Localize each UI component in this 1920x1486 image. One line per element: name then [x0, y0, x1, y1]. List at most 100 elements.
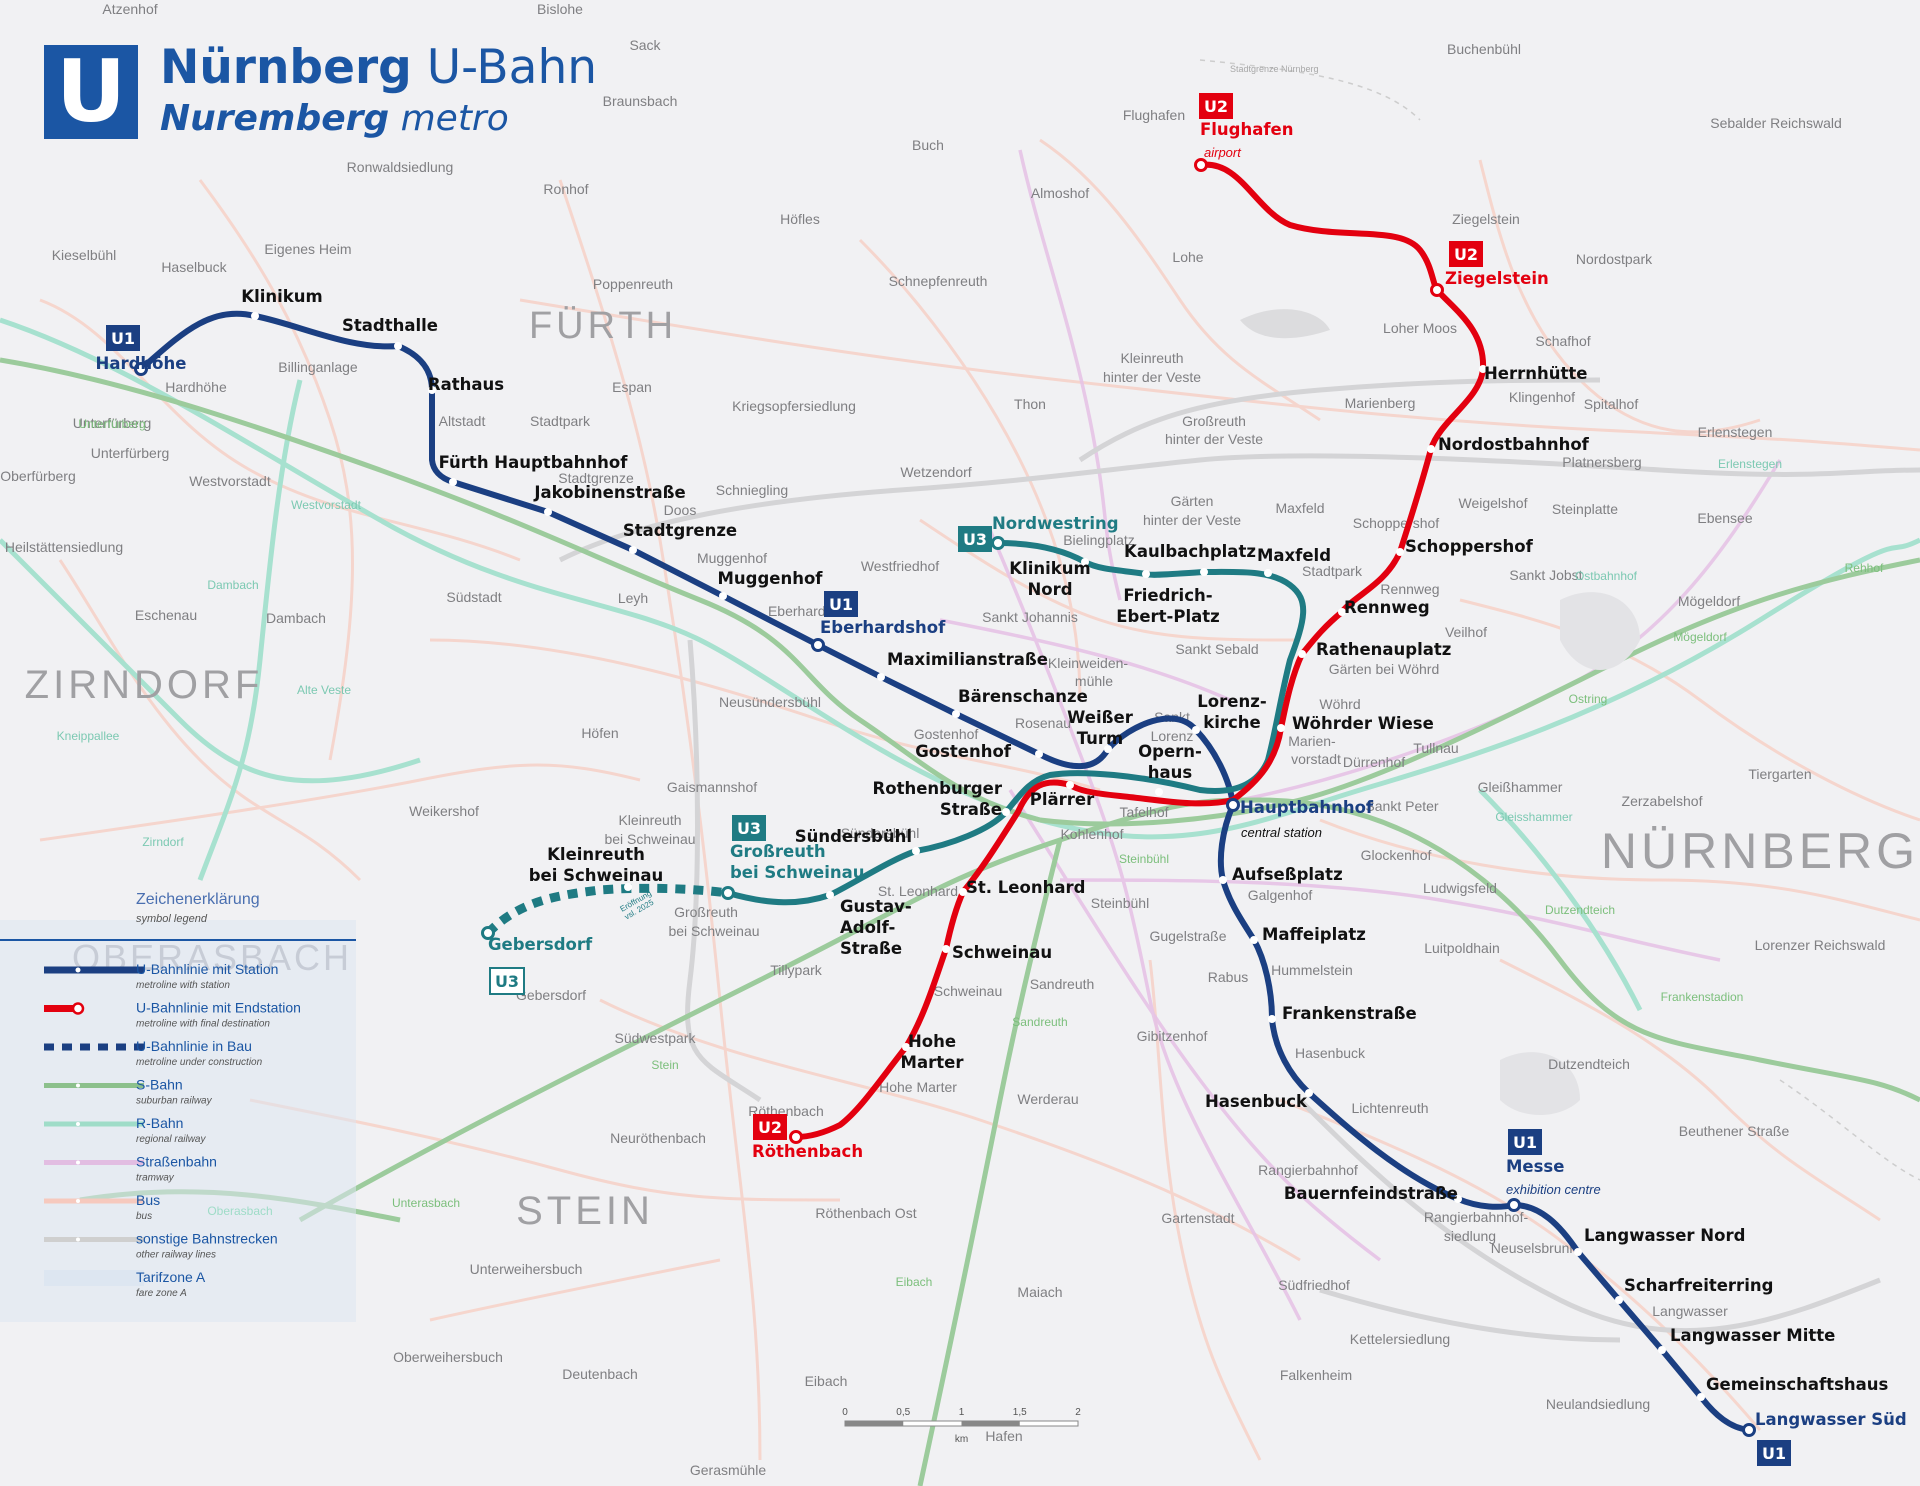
legend-title: Zeichenerklärung	[136, 891, 260, 908]
city-label: ZIRNDORF	[25, 663, 264, 707]
u2-station-dot[interactable]	[942, 945, 950, 953]
line-badge-text: U2	[1204, 97, 1228, 116]
u2-station-dot[interactable]	[1277, 724, 1285, 732]
u2-station-dot[interactable]	[1155, 788, 1163, 796]
place-label: Loher Moos	[1383, 320, 1457, 336]
u1-station-label: Hauptbahnhof	[1240, 798, 1374, 817]
u1-station-dot[interactable]	[1226, 798, 1240, 812]
u2-station-dot[interactable]	[1479, 365, 1487, 373]
place-label: St. Leonhard	[878, 883, 958, 899]
u3-station-dot[interactable]	[991, 536, 1005, 550]
u3-station-label: Adolf-	[840, 918, 895, 937]
rail-station-label: Unterfürberg	[78, 417, 145, 431]
u2-station-dot[interactable]	[902, 1043, 910, 1051]
place-label: Steinplatte	[1552, 501, 1618, 517]
u1-station-dot[interactable]	[1192, 726, 1200, 734]
u1-station-dot[interactable]	[1250, 936, 1258, 944]
u1-station-dot[interactable]	[952, 710, 960, 718]
place-label: Erlenstegen	[1698, 424, 1773, 440]
place-label: Unterweihersbuch	[470, 1261, 583, 1277]
u2-station-dot[interactable]	[1430, 283, 1444, 297]
u1-station-dot[interactable]	[1742, 1423, 1756, 1437]
u1-station-dot[interactable]	[719, 592, 727, 600]
u1-line	[138, 310, 1752, 1433]
u1-station-dot[interactable]	[1305, 1089, 1313, 1097]
u1-station-dot[interactable]	[251, 312, 259, 320]
place-label: Schnepfenreuth	[889, 273, 988, 289]
place-label: Ronhof	[543, 181, 588, 197]
u3-outline-badge-text: U3	[495, 972, 519, 991]
u2-station-dot[interactable]	[1194, 158, 1208, 172]
u2-station-dot[interactable]	[1396, 548, 1404, 556]
u2-station-label: Schoppershof	[1405, 537, 1534, 556]
subtitle-en-light: metro	[389, 98, 509, 139]
place-label: Muggenhof	[697, 550, 767, 566]
place-label: Braunsbach	[603, 93, 678, 109]
u3-station-dot[interactable]	[1002, 808, 1010, 816]
u3-construction-line	[484, 883, 729, 937]
u1-station-label: Muggenhof	[718, 569, 824, 588]
line-badge-text: U1	[829, 595, 853, 614]
place-label: Schafhof	[1535, 333, 1590, 349]
u1-station-dot[interactable]	[394, 342, 402, 350]
place-label: Wetzendorf	[900, 464, 971, 480]
place-label: Gartenstadt	[1161, 1210, 1234, 1226]
u1-station-dot[interactable]	[877, 673, 885, 681]
u1-station-dot[interactable]	[1035, 750, 1043, 758]
u1-station-label: Bauernfeindstraße	[1284, 1184, 1458, 1203]
place-label: Sack	[629, 37, 661, 53]
u3-station-dot[interactable]	[1081, 558, 1089, 566]
stations[interactable]	[134, 158, 1756, 1437]
place-label: Schweinau	[934, 983, 1003, 999]
place-label: Falkenheim	[1280, 1367, 1352, 1383]
u2-station-dot[interactable]	[1066, 781, 1074, 789]
u1-station-dot[interactable]	[811, 638, 825, 652]
u1-station-dot[interactable]	[1697, 1393, 1705, 1401]
u3-station-dot[interactable]	[1142, 570, 1150, 578]
u3-station-dot[interactable]	[1200, 568, 1208, 576]
u2-station-dot[interactable]	[789, 1130, 803, 1144]
u1-station-label: Rathaus	[428, 375, 504, 394]
u1-station-label: Frankenstraße	[1282, 1004, 1417, 1023]
u2-station-label: Rennweg	[1344, 598, 1430, 617]
u2-station-dot[interactable]	[959, 888, 967, 896]
u1-station-dot[interactable]	[629, 546, 637, 554]
place-label: Hardhöhe	[165, 379, 227, 395]
u2-station-dot[interactable]	[1427, 445, 1435, 453]
place-label: Kleinreuth	[618, 812, 681, 828]
u1-station-dot[interactable]	[1615, 1296, 1623, 1304]
place-label: Altstadt	[439, 413, 486, 429]
u1-station-dot[interactable]	[449, 478, 457, 486]
u1-station-dot[interactable]	[1507, 1198, 1521, 1212]
place-label: Stadtpark	[1302, 563, 1363, 579]
rail-station-label: Alte Veste	[297, 683, 351, 697]
u3-station-dot[interactable]	[912, 847, 920, 855]
u1-station-label: Weißer	[1067, 708, 1134, 727]
u3-station-dot[interactable]	[624, 883, 632, 891]
u1-station-dot[interactable]	[134, 362, 148, 376]
scale-tick-label: 0,5	[896, 1407, 910, 1418]
u1-station-dot[interactable]	[1268, 1015, 1276, 1023]
place-label: Galgenhof	[1248, 887, 1313, 903]
u3-station-dot[interactable]	[1264, 569, 1272, 577]
u2-station-dot[interactable]	[1298, 650, 1306, 658]
u3-station-dot[interactable]	[826, 891, 834, 899]
u1-station-dot[interactable]	[1658, 1346, 1666, 1354]
u1-station-dot[interactable]	[428, 386, 436, 394]
u3-station-dot[interactable]	[721, 886, 735, 900]
place-label: Bielingplatz	[1063, 532, 1135, 548]
u1-station-dot[interactable]	[1574, 1248, 1582, 1256]
legend-item-sublabel: bus	[136, 1211, 152, 1222]
place-label: Kleinreuth	[1120, 350, 1183, 366]
u1-station-dot[interactable]	[1454, 1195, 1462, 1203]
u1-station-label: Aufseßplatz	[1232, 865, 1343, 884]
u2-station-dot[interactable]	[1338, 608, 1346, 616]
u3-station-dot[interactable]	[481, 926, 495, 940]
u1-station-dot[interactable]	[1104, 745, 1112, 753]
u1-station-dot[interactable]	[1219, 876, 1227, 884]
u1-station-dot[interactable]	[544, 508, 552, 516]
place-label: Wöhrd	[1319, 696, 1360, 712]
place-label: mühle	[1075, 673, 1113, 689]
title-de-light: U-Bahn	[411, 40, 598, 95]
